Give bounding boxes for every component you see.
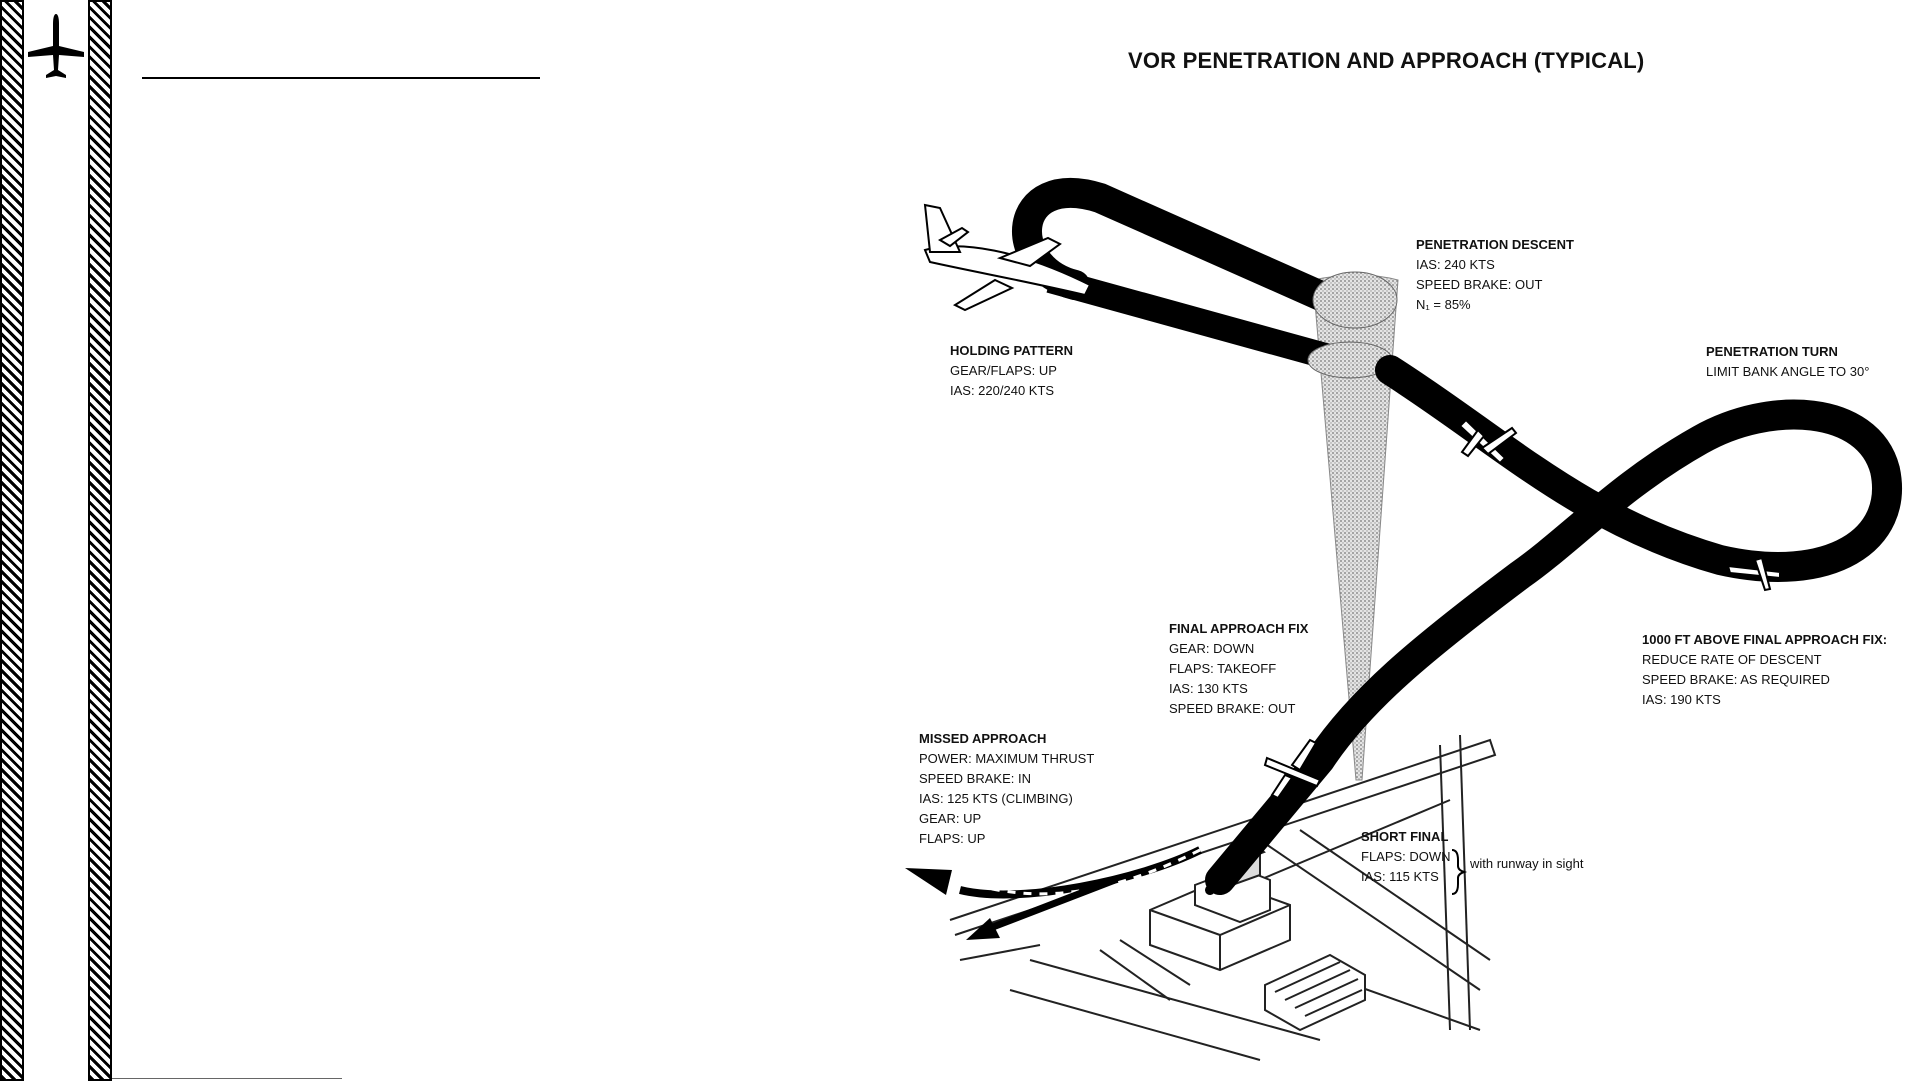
short-final-brace [1452,850,1464,894]
label-penetration-turn: PENETRATION TURN LIMIT BANK ANGLE TO 30° [1706,342,1869,382]
label-short-final: SHORT FINAL FLAPS: DOWN IAS: 115 KTS [1361,827,1451,887]
label-runway-in-sight: with runway in sight [1470,856,1583,871]
label-above-faf: 1000 FT ABOVE FINAL APPROACH FIX: REDUCE… [1642,630,1887,710]
label-penetration-descent: PENETRATION DESCENT IAS: 240 KTS SPEED B… [1416,235,1574,315]
penetration-track [1220,370,1887,880]
missed-approach-arrow [905,868,952,895]
label-final-approach-fix: FINAL APPROACH FIX GEAR: DOWN FLAPS: TAK… [1169,619,1308,719]
label-missed-approach: MISSED APPROACH POWER: MAXIMUM THRUST SP… [919,729,1094,849]
hangar-building [1265,955,1365,1030]
missed-approach-track [960,850,1200,894]
label-holding-pattern: HOLDING PATTERN GEAR/FLAPS: UP IAS: 220/… [950,341,1073,401]
